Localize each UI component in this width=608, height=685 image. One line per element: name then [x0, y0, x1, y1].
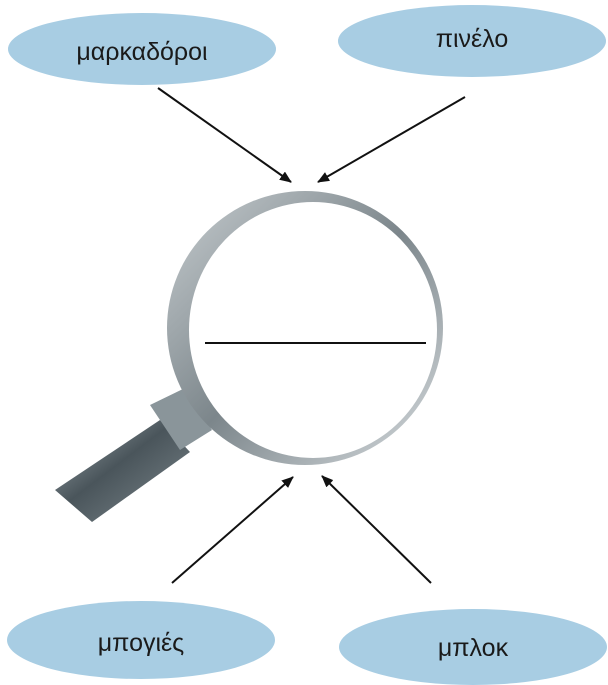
bubble-sketchbook: μπλοκ — [339, 609, 607, 685]
diagram-art — [55, 87, 466, 584]
magnifier-handle — [55, 388, 212, 522]
bubble-brush: πινέλο — [338, 5, 606, 77]
magnifying-glass-icon — [167, 191, 443, 465]
bubble-paints: μπογιές — [7, 601, 275, 679]
bubble-markers: μαρκαδόροι — [8, 13, 276, 85]
arrow-top-left — [157, 87, 292, 183]
arrow-bottom-left — [171, 476, 294, 584]
bubble-label: μπογιές — [97, 628, 185, 657]
bubble-label: μαρκαδόροι — [76, 37, 208, 66]
bubble-label: μπλοκ — [437, 633, 509, 662]
concept-diagram: μαρκαδόροι πινέλο μπογιές μπλοκ — [7, 5, 607, 685]
bubble-label: πινέλο — [435, 24, 509, 53]
arrow-bottom-right — [321, 475, 432, 584]
arrow-top-right — [317, 96, 466, 183]
